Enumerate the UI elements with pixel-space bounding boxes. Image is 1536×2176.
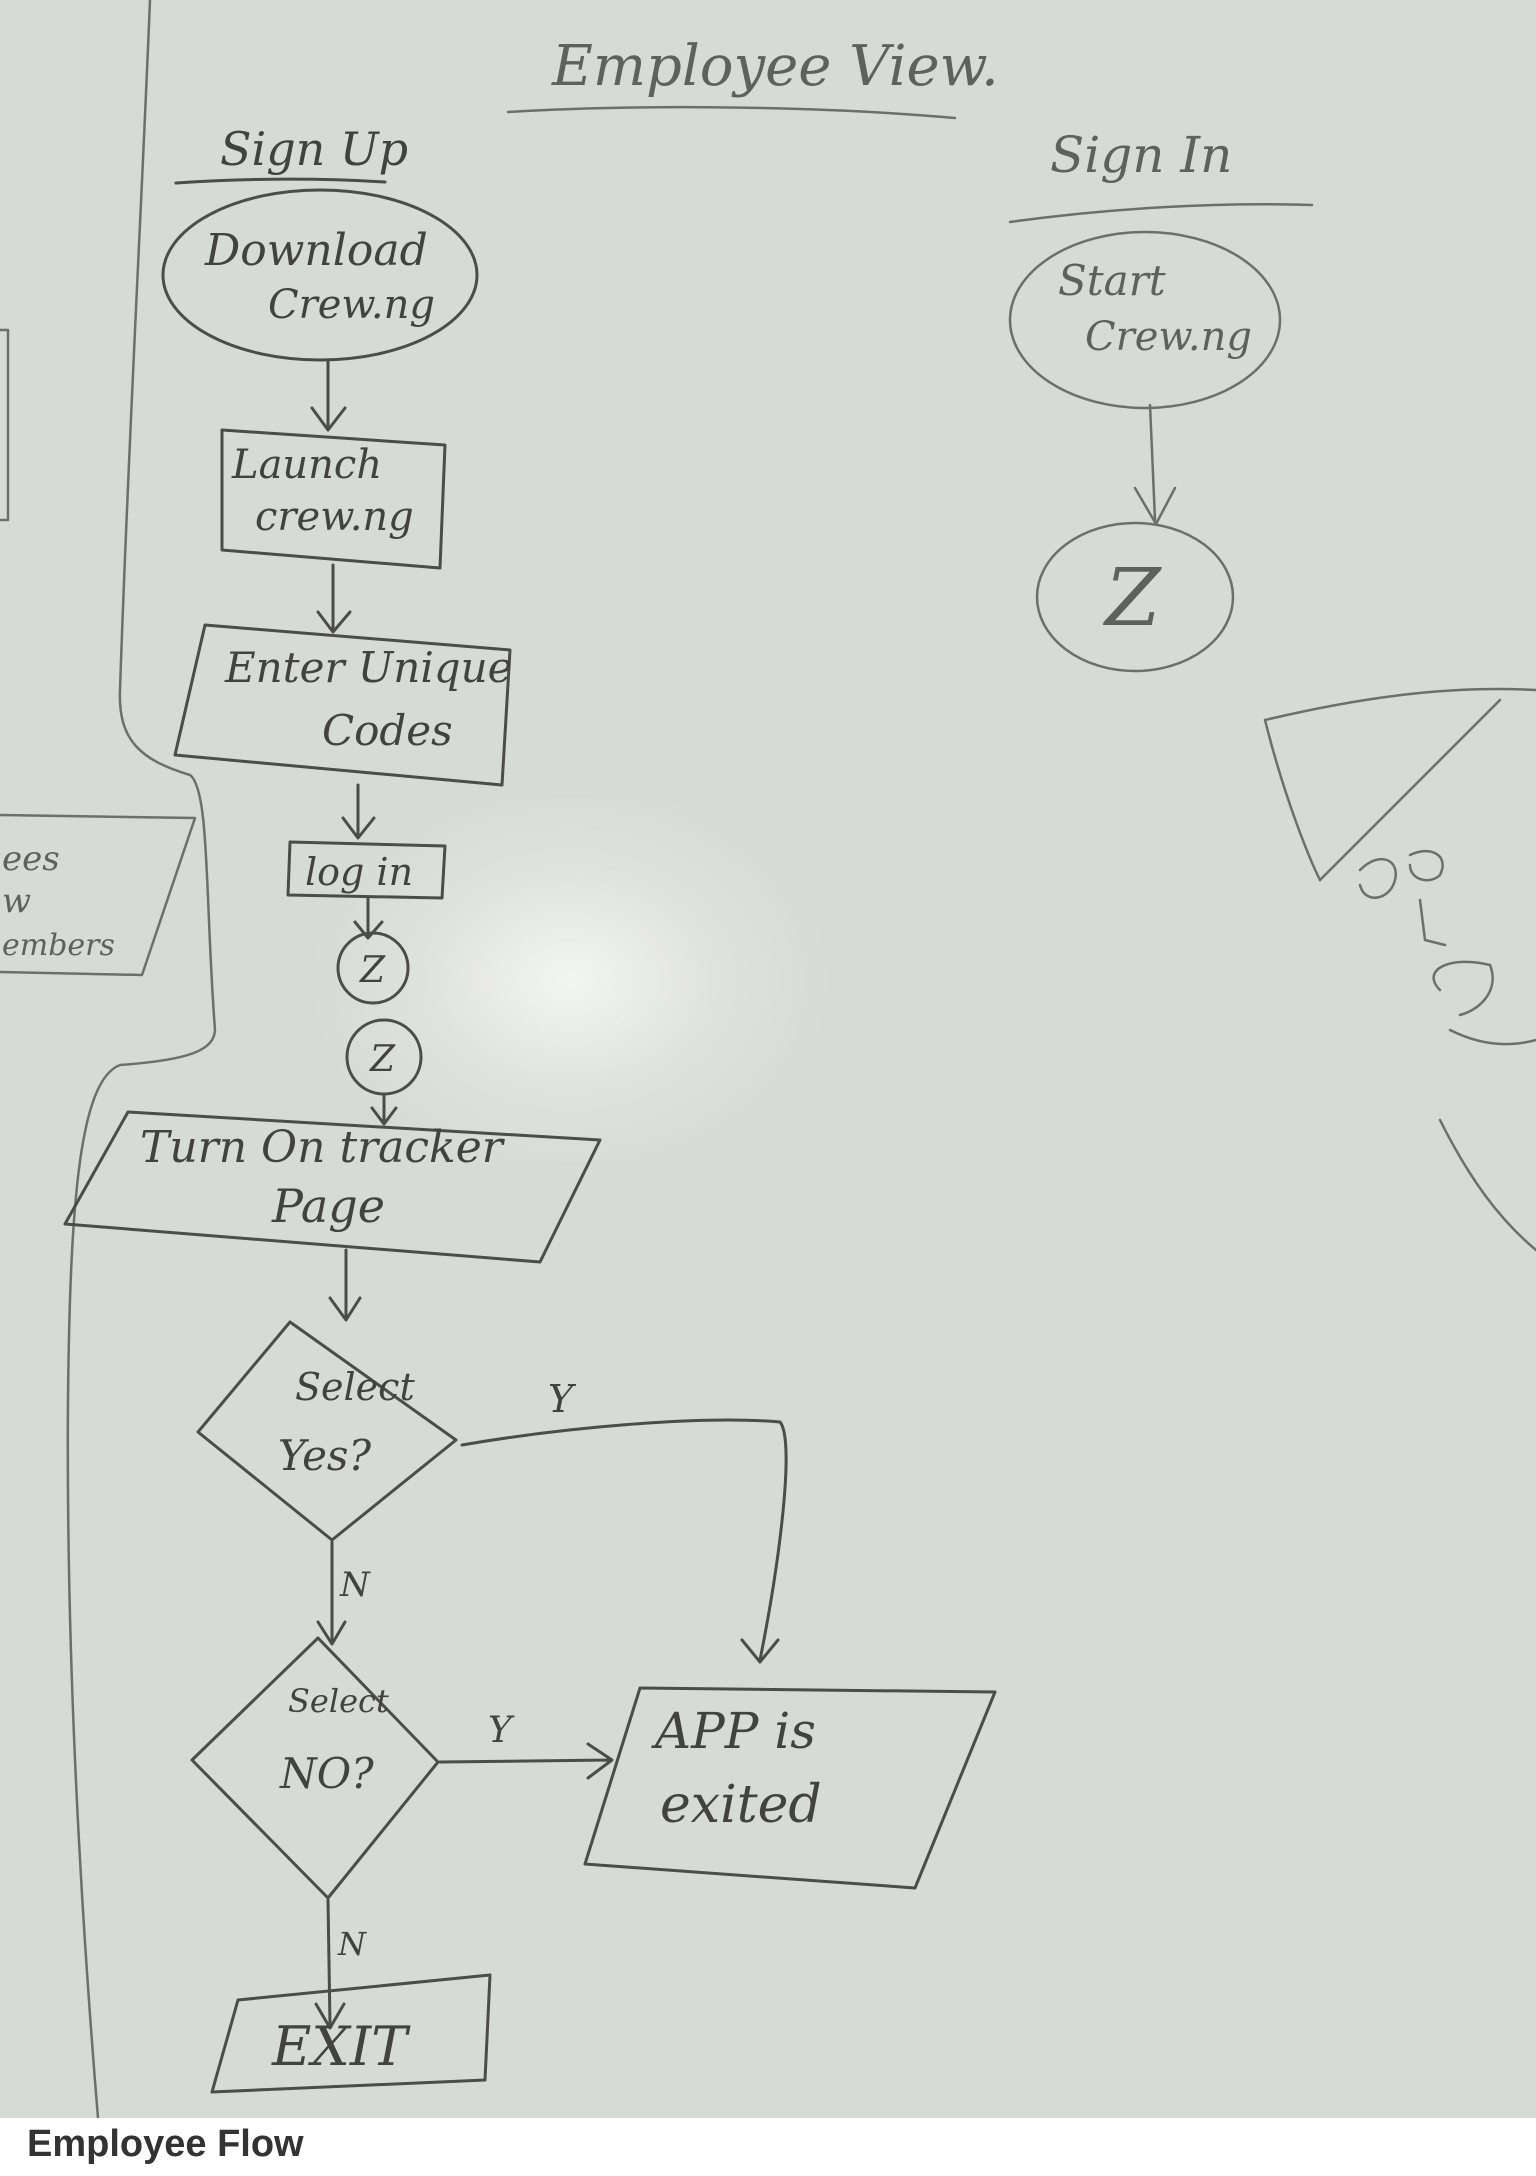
launch-line-1: Launch — [231, 442, 382, 488]
login-label: log in — [305, 850, 413, 894]
download-line-2: Crew.ng — [268, 282, 435, 328]
diagram-title: Employee View. — [551, 34, 999, 99]
connector-top-label: Z — [359, 950, 386, 991]
launch-line-2: crew.ng — [255, 494, 414, 540]
label-yes-y: Y — [548, 1377, 577, 1421]
launch-node — [220, 428, 447, 570]
arrow-enter-login — [341, 783, 376, 840]
turn-on-line-2: Page — [271, 1179, 385, 1233]
enter-codes-node — [173, 623, 512, 787]
arrow-start-z — [1133, 403, 1177, 526]
whiteboard-photo: ees w embers Employee View. Sign Up Sign… — [0, 0, 1536, 2118]
download-line-1: Download — [204, 225, 428, 276]
arrow-z-turnon — [370, 1092, 398, 1126]
signup-heading: Sign Up — [220, 122, 408, 176]
app-exited-line-1: APP is — [651, 1702, 816, 1760]
arrow-yes-n — [316, 1540, 347, 1646]
signin-underline — [1008, 202, 1314, 224]
exit-node — [210, 1973, 492, 2094]
left-fragment-line-3: embers — [2, 928, 115, 963]
select-yes-line-1: Select — [295, 1365, 415, 1409]
arrow-download-launch — [310, 358, 347, 432]
arrow-no-y — [438, 1742, 614, 1780]
select-no-node — [190, 1636, 440, 1900]
left-fragment-line-1: ees — [2, 839, 60, 879]
label-yes-n: N — [339, 1565, 371, 1605]
connector-top-node — [336, 931, 410, 1005]
start-node — [1008, 230, 1282, 410]
turn-on-node — [63, 1110, 602, 1264]
app-exited-node — [583, 1686, 997, 1890]
cartoon-face-sketch — [1263, 687, 1536, 1252]
figure-caption: Employee Flow — [27, 2123, 304, 2165]
connector-signin-node — [1035, 521, 1235, 673]
turn-on-line-1: Turn On tracker — [140, 1122, 506, 1173]
arrow-yes-y — [460, 1418, 788, 1664]
app-exited-line-2: exited — [660, 1775, 822, 1835]
download-node — [161, 188, 479, 362]
flowchart: ees w embers Employee View. Sign Up Sign… — [0, 0, 1536, 2118]
signin-heading: Sign In — [1050, 126, 1232, 184]
connector-signin-label: Z — [1102, 551, 1162, 644]
enter-codes-line-1: Enter Unique — [224, 643, 513, 692]
select-yes-line-2: Yes? — [278, 1431, 371, 1480]
start-line-1: Start — [1058, 256, 1166, 305]
label-no-y: Y — [488, 1710, 515, 1751]
label-no-n: N — [337, 1925, 367, 1963]
select-yes-node — [196, 1320, 458, 1542]
title-underline — [506, 105, 957, 120]
enter-codes-line-2: Codes — [322, 706, 453, 755]
select-no-line-2: NO? — [279, 1749, 374, 1798]
left-fragment-line-2: w — [2, 881, 31, 921]
left-fragment-box — [0, 813, 197, 977]
arrow-login-z — [353, 896, 384, 940]
connector-mid-label: Z — [369, 1039, 396, 1080]
login-node — [286, 840, 447, 900]
start-line-2: Crew.ng — [1085, 314, 1252, 360]
left-fragment-box-top — [0, 328, 10, 522]
arrow-turnon-selectyes — [328, 1248, 362, 1322]
select-no-line-1: Select — [288, 1682, 389, 1720]
arrow-no-n — [314, 1898, 346, 2030]
signup-underline — [174, 177, 387, 185]
board-divider-line — [66, 0, 217, 2118]
exit-label: EXIT — [271, 2015, 411, 2078]
arrow-launch-enter — [316, 563, 352, 634]
